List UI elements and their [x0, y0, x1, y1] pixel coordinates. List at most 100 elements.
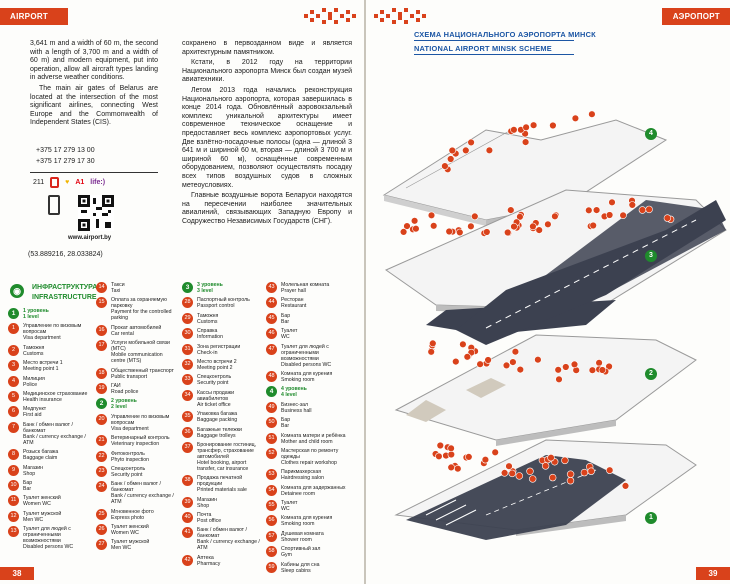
service-pin-icon[interactable] [500, 469, 509, 477]
service-pin-icon[interactable] [580, 468, 589, 477]
service-pin-icon[interactable] [454, 465, 462, 473]
service-pin-icon[interactable] [541, 462, 550, 470]
service-pin-icon[interactable] [516, 213, 524, 221]
service-pin-icon[interactable] [529, 475, 537, 483]
service-pin-icon[interactable] [663, 214, 672, 222]
service-pin-icon[interactable] [585, 206, 593, 215]
service-pin-icon[interactable] [483, 228, 491, 236]
service-pin-icon[interactable] [462, 146, 470, 155]
service-pin-icon[interactable] [588, 366, 597, 374]
service-pin-icon[interactable] [463, 353, 472, 361]
service-pin-icon[interactable] [521, 138, 530, 146]
service-pin-icon[interactable] [456, 228, 464, 237]
service-pin-icon[interactable] [522, 123, 530, 132]
service-pin-icon[interactable] [605, 211, 614, 219]
phone-number-1[interactable]: +375 17 279 13 00 [36, 147, 95, 154]
service-pin-icon[interactable] [410, 217, 419, 225]
service-pin-icon[interactable] [544, 220, 552, 229]
service-pin-icon[interactable] [534, 356, 542, 364]
service-pin-icon[interactable] [587, 467, 595, 475]
service-pin-icon[interactable] [628, 201, 636, 209]
service-pin-icon[interactable] [459, 340, 467, 348]
service-pin-icon[interactable] [638, 206, 647, 214]
service-pin-icon[interactable] [549, 121, 557, 130]
service-pin-icon[interactable] [510, 126, 518, 134]
service-pin-icon[interactable] [589, 221, 597, 230]
legend-label-ru: Управление по визовым вопросам [23, 323, 82, 336]
service-pin-icon[interactable] [619, 211, 627, 220]
website-link[interactable]: www.airport.by [68, 235, 112, 241]
service-pin-icon[interactable] [452, 357, 460, 366]
service-pin-icon[interactable] [566, 477, 575, 485]
service-pin-icon[interactable] [427, 348, 435, 356]
service-pin-icon[interactable] [491, 448, 499, 456]
service-pin-icon[interactable] [447, 444, 455, 452]
service-pin-icon[interactable] [484, 356, 492, 364]
service-pin-icon[interactable] [471, 212, 479, 221]
service-pin-icon[interactable] [566, 470, 575, 478]
service-pin-icon[interactable] [570, 360, 579, 369]
level-3-badge[interactable]: 3 [645, 250, 657, 262]
service-pin-icon[interactable] [465, 453, 473, 461]
service-pin-icon[interactable] [447, 463, 455, 472]
service-pin-icon[interactable] [502, 361, 511, 370]
service-pin-icon[interactable] [403, 222, 411, 230]
service-pin-icon[interactable] [445, 227, 453, 236]
service-pin-icon[interactable] [645, 205, 653, 214]
level-4-badge[interactable]: 4 [645, 128, 657, 140]
service-pin-icon[interactable] [608, 198, 616, 207]
legend-label-en: Prayer hall [281, 288, 306, 294]
service-pin-icon[interactable] [429, 222, 438, 230]
service-pin-icon[interactable] [605, 362, 613, 371]
service-pin-icon[interactable] [554, 366, 562, 374]
service-pin-icon[interactable] [427, 211, 436, 220]
service-pin-icon[interactable] [481, 456, 490, 464]
service-pin-icon[interactable] [529, 222, 537, 231]
service-pin-icon[interactable] [511, 348, 520, 356]
service-pin-icon[interactable] [561, 456, 569, 465]
service-pin-icon[interactable] [435, 452, 443, 460]
service-pin-icon[interactable] [551, 212, 559, 221]
level-2-badge[interactable]: 2 [645, 368, 657, 380]
qr-code-icon[interactable] [78, 195, 114, 231]
service-pin-icon[interactable] [555, 375, 563, 383]
service-pin-icon[interactable] [508, 469, 516, 478]
service-pin-icon[interactable] [485, 146, 494, 155]
service-pin-icon[interactable] [441, 162, 449, 170]
service-pin-icon[interactable] [429, 339, 437, 348]
service-pin-icon[interactable] [549, 473, 557, 482]
level-1-badge[interactable]: 1 [645, 512, 657, 524]
service-pin-icon[interactable] [592, 206, 601, 214]
service-pin-icon[interactable] [510, 222, 518, 231]
service-pin-icon[interactable] [476, 360, 484, 368]
service-pin-icon[interactable] [535, 226, 543, 234]
service-pin-icon[interactable] [509, 358, 517, 366]
service-pin-icon[interactable] [505, 462, 513, 470]
service-pin-icon[interactable] [448, 146, 457, 155]
service-pin-icon[interactable] [467, 138, 475, 147]
service-pin-icon[interactable] [595, 359, 603, 367]
service-pin-icon[interactable] [571, 114, 580, 122]
service-pin-icon[interactable] [504, 228, 512, 237]
service-pin-icon[interactable] [529, 121, 538, 129]
service-pin-icon[interactable] [446, 155, 455, 163]
service-pin-icon[interactable] [436, 441, 445, 450]
service-pin-icon[interactable] [516, 365, 525, 374]
service-pin-icon[interactable] [562, 363, 570, 371]
service-pin-icon[interactable] [515, 472, 524, 480]
service-pin-icon[interactable] [526, 467, 534, 475]
phone-number-2[interactable]: +375 17 279 17 30 [36, 158, 95, 165]
service-pin-icon[interactable] [621, 482, 630, 490]
service-pin-icon[interactable] [467, 222, 475, 231]
service-pin-icon[interactable] [412, 225, 420, 233]
service-pin-icon[interactable] [598, 366, 607, 374]
smartphone-icon [48, 195, 60, 215]
service-marker-icon: 11 [8, 495, 19, 507]
service-pin-icon[interactable] [606, 466, 614, 474]
service-pin-icon[interactable] [507, 206, 515, 214]
service-pin-icon[interactable] [399, 228, 408, 236]
service-pin-icon[interactable] [447, 450, 456, 459]
service-pin-icon[interactable] [547, 454, 555, 462]
service-pin-icon[interactable] [588, 110, 596, 118]
